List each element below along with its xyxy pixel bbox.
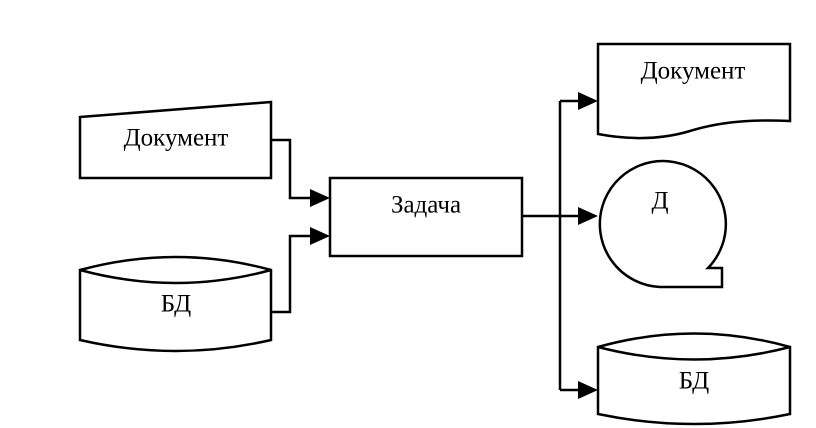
output-display-node: Д: [598, 159, 728, 289]
input-db-node: БД: [78, 255, 273, 353]
output-db-node: БД: [596, 332, 792, 426]
input-document-label: Документ: [124, 125, 229, 152]
arrowhead-input-db-to-task: [310, 227, 330, 245]
input-document-shape: [78, 100, 273, 180]
input-document-node: Документ: [78, 100, 273, 180]
output-db-label: БД: [679, 368, 709, 395]
task-label: Задача: [391, 192, 461, 219]
connector-input-db-to-task: [271, 234, 312, 314]
input-db-label: БД: [161, 291, 191, 318]
arrowhead-to-output-document: [578, 92, 598, 110]
arrowhead-task-to-output-display: [578, 207, 598, 225]
output-document-label: Документ: [641, 58, 746, 85]
task-shape: [328, 176, 524, 258]
connector-input-document-to-task: [271, 138, 312, 200]
task-node: Задача: [328, 176, 524, 258]
output-db-top-rim: [597, 345, 791, 361]
output-document-node: Документ: [596, 42, 792, 140]
output-display-label: Д: [651, 188, 668, 215]
output-display-shape: [598, 159, 728, 289]
input-db-top-rim: [79, 268, 272, 285]
output-document-shape: [596, 42, 792, 140]
arrowhead-to-output-db: [578, 381, 598, 399]
arrowhead-input-document-to-task: [310, 189, 330, 207]
